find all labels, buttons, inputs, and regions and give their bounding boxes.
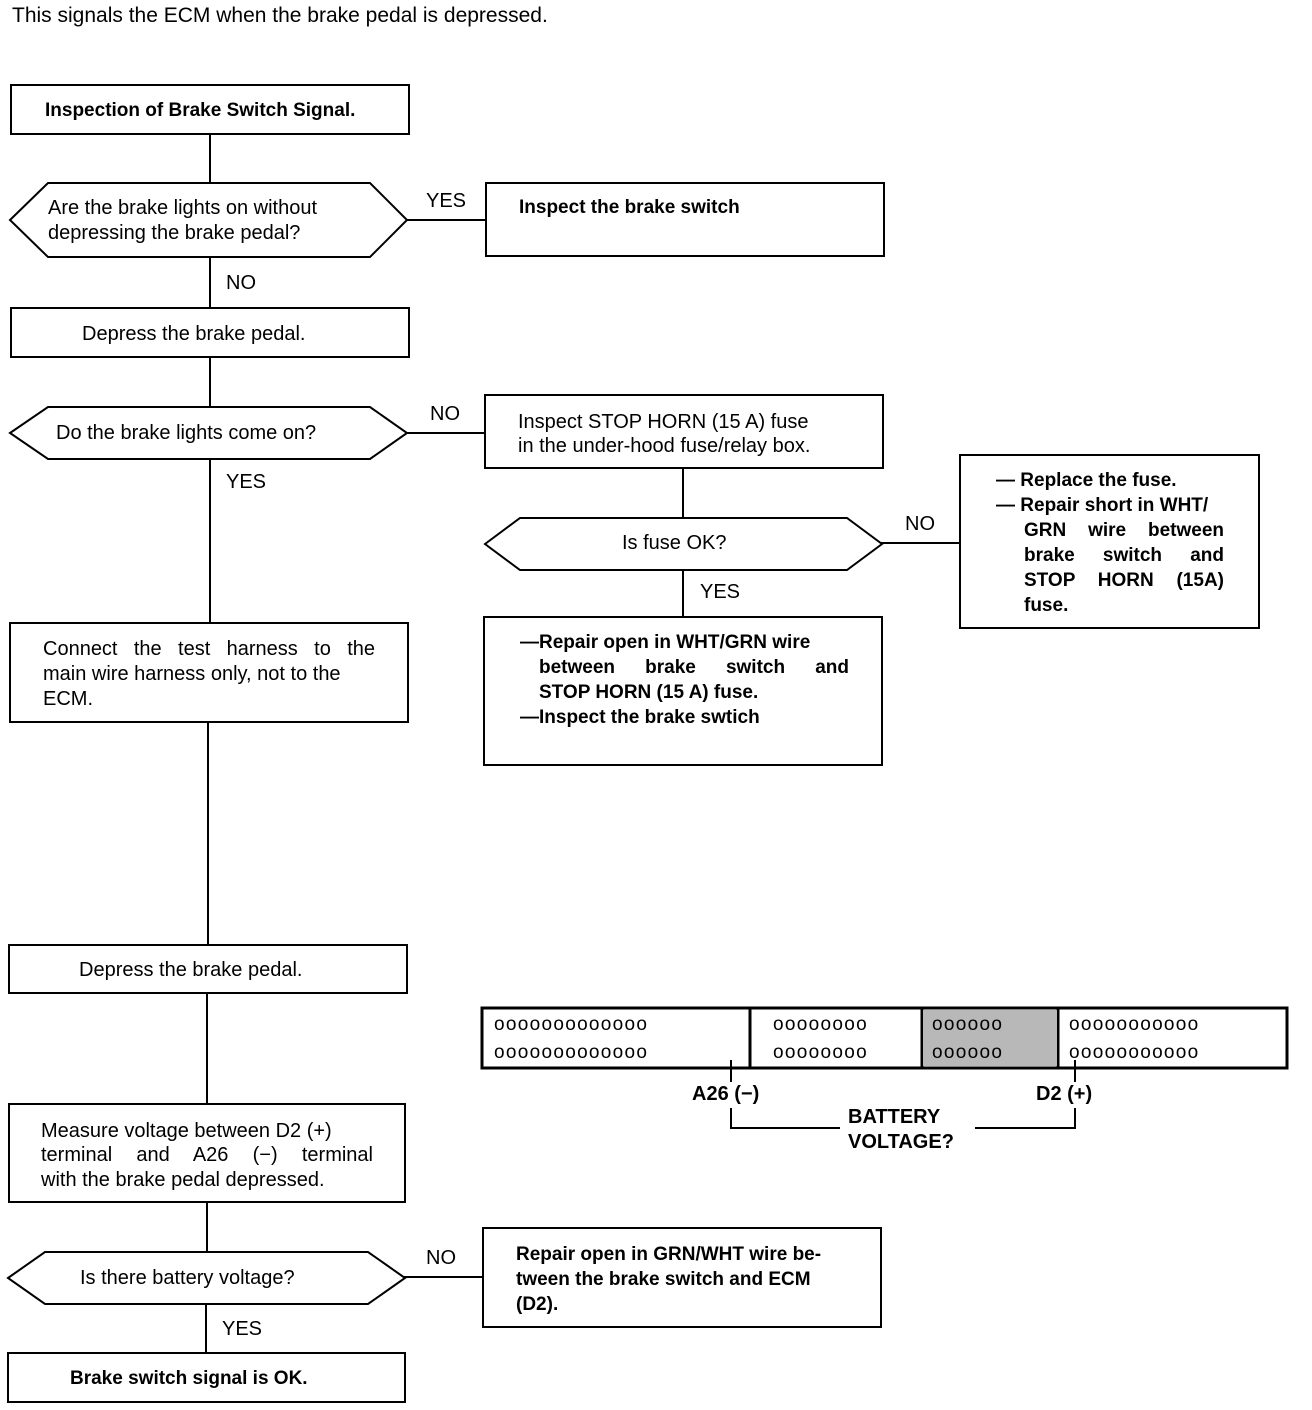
inspect-switch-text: Inspect the brake switch xyxy=(519,197,740,218)
depress-pedal-text-1: Depress the brake pedal. xyxy=(82,323,306,345)
measure-line1: Measure voltage between D2 (+) xyxy=(41,1120,332,1142)
decision-come-on-text: Do the brake lights come on? xyxy=(56,422,317,444)
title-box: Inspection of Brake Switch Signal. xyxy=(10,84,410,135)
terminal-a26-text: A26 (−) xyxy=(692,1083,760,1105)
connector-row-bottom-sec2: oooooooo xyxy=(773,1042,868,1063)
decision-fuse-ok-text: Is fuse OK? xyxy=(622,532,727,554)
repair-grn-line3: (D2). xyxy=(516,1294,559,1315)
replace-line1: — Replace the fuse. xyxy=(996,470,1177,491)
inspect-fuse-line2: in the under-hood fuse/relay box. xyxy=(518,435,811,457)
decision-shape-battery xyxy=(6,1251,407,1305)
inspect-fuse-line1: Inspect STOP HORN (15 A) fuse xyxy=(518,411,809,433)
yes-label: YES xyxy=(222,1318,263,1340)
connector-row-top-sec4: ooooooooooo xyxy=(1069,1014,1200,1035)
repair-open-line2: between brake switch and xyxy=(539,657,849,678)
connector-row-bottom-sec3: oooooo xyxy=(932,1042,1004,1063)
replace-line4: brake switch and xyxy=(1024,545,1224,566)
inspect-switch-box: Inspect the brake switch xyxy=(485,182,885,257)
measure-voltage-box: Measure voltage between D2 (+) terminal … xyxy=(8,1103,406,1203)
no-label: NO xyxy=(226,272,256,294)
signal-ok-text: Brake switch signal is OK. xyxy=(70,1368,308,1389)
decision-lights-on-line1: Are the brake lights on without xyxy=(48,197,318,219)
inspect-fuse-box: Inspect STOP HORN (15 A) fuse in the und… xyxy=(484,394,884,469)
connector-row-top-sec3: oooooo xyxy=(932,1014,1004,1035)
title-text: Inspection of Brake Switch Signal. xyxy=(45,100,356,121)
no-label: NO xyxy=(426,1247,456,1269)
connector-row-top-sec1: ooooooooooooo xyxy=(494,1014,649,1035)
measure-line2: terminal and A26 (−) terminal xyxy=(41,1144,373,1166)
battery-voltage-line2: VOLTAGE? xyxy=(848,1131,954,1153)
yes-label: YES xyxy=(426,190,467,212)
measure-line3: with the brake pedal depressed. xyxy=(41,1169,325,1191)
repair-open-line3: STOP HORN (15 A) fuse. xyxy=(539,682,759,703)
decision-shape-fuse-ok xyxy=(483,517,884,571)
depress-pedal-text-2: Depress the brake pedal. xyxy=(79,959,303,981)
decision-shape-lights-on xyxy=(8,182,409,258)
depress-pedal-box-2: Depress the brake pedal. xyxy=(8,944,408,994)
connector-row-bottom-sec4: ooooooooooo xyxy=(1069,1042,1200,1063)
signal-ok-box: Brake switch signal is OK. xyxy=(7,1352,406,1403)
decision-battery-text: Is there battery voltage? xyxy=(80,1267,295,1289)
no-label: NO xyxy=(905,513,935,535)
no-label: NO xyxy=(430,403,460,425)
terminal-d2-text: D2 (+) xyxy=(1036,1083,1093,1105)
replace-line5: STOP HORN (15A) xyxy=(1024,570,1224,591)
yes-label: YES xyxy=(226,471,267,493)
repair-grn-line2: tween the brake switch and ECM xyxy=(516,1269,811,1290)
repair-open-line4: —Inspect the brake swtich xyxy=(520,707,760,728)
replace-fuse-box: — Replace the fuse. — Repair short in WH… xyxy=(959,454,1260,629)
replace-line6: fuse. xyxy=(1024,595,1069,616)
repair-open-line1: —Repair open in WHT/GRN wire xyxy=(520,632,811,653)
replace-line3: GRN wire between xyxy=(1024,520,1224,541)
repair-open-box: —Repair open in WHT/GRN wire between bra… xyxy=(483,616,883,766)
connector-row-bottom-sec1: ooooooooooooo xyxy=(494,1042,649,1063)
battery-voltage-line1: BATTERY xyxy=(848,1106,941,1128)
connect-line2: main wire harness only, not to the xyxy=(43,663,341,685)
repair-grn-line1: Repair open in GRN/WHT wire be- xyxy=(516,1244,822,1265)
decision-shape-come-on xyxy=(8,406,409,460)
yes-label: YES xyxy=(700,581,741,603)
decision-lights-on-line2: depressing the brake pedal? xyxy=(48,222,301,244)
connect-line1: Connect the test harness to the xyxy=(43,638,375,660)
terminal-a26-label: A26 (−) xyxy=(692,1082,759,1106)
connect-line3: ECM. xyxy=(43,688,93,710)
depress-pedal-box-1: Depress the brake pedal. xyxy=(10,307,410,358)
connector-row-top-sec2: oooooooo xyxy=(773,1014,868,1035)
intro-text: This signals the ECM when the brake peda… xyxy=(12,4,548,27)
replace-line2: — Repair short in WHT/ xyxy=(996,495,1209,516)
terminal-d2-label: D2 (+) xyxy=(1036,1082,1092,1106)
connect-harness-box: Connect the test harness to the main wir… xyxy=(9,622,409,723)
repair-grn-wht-box: Repair open in GRN/WHT wire be- tween th… xyxy=(482,1227,882,1328)
